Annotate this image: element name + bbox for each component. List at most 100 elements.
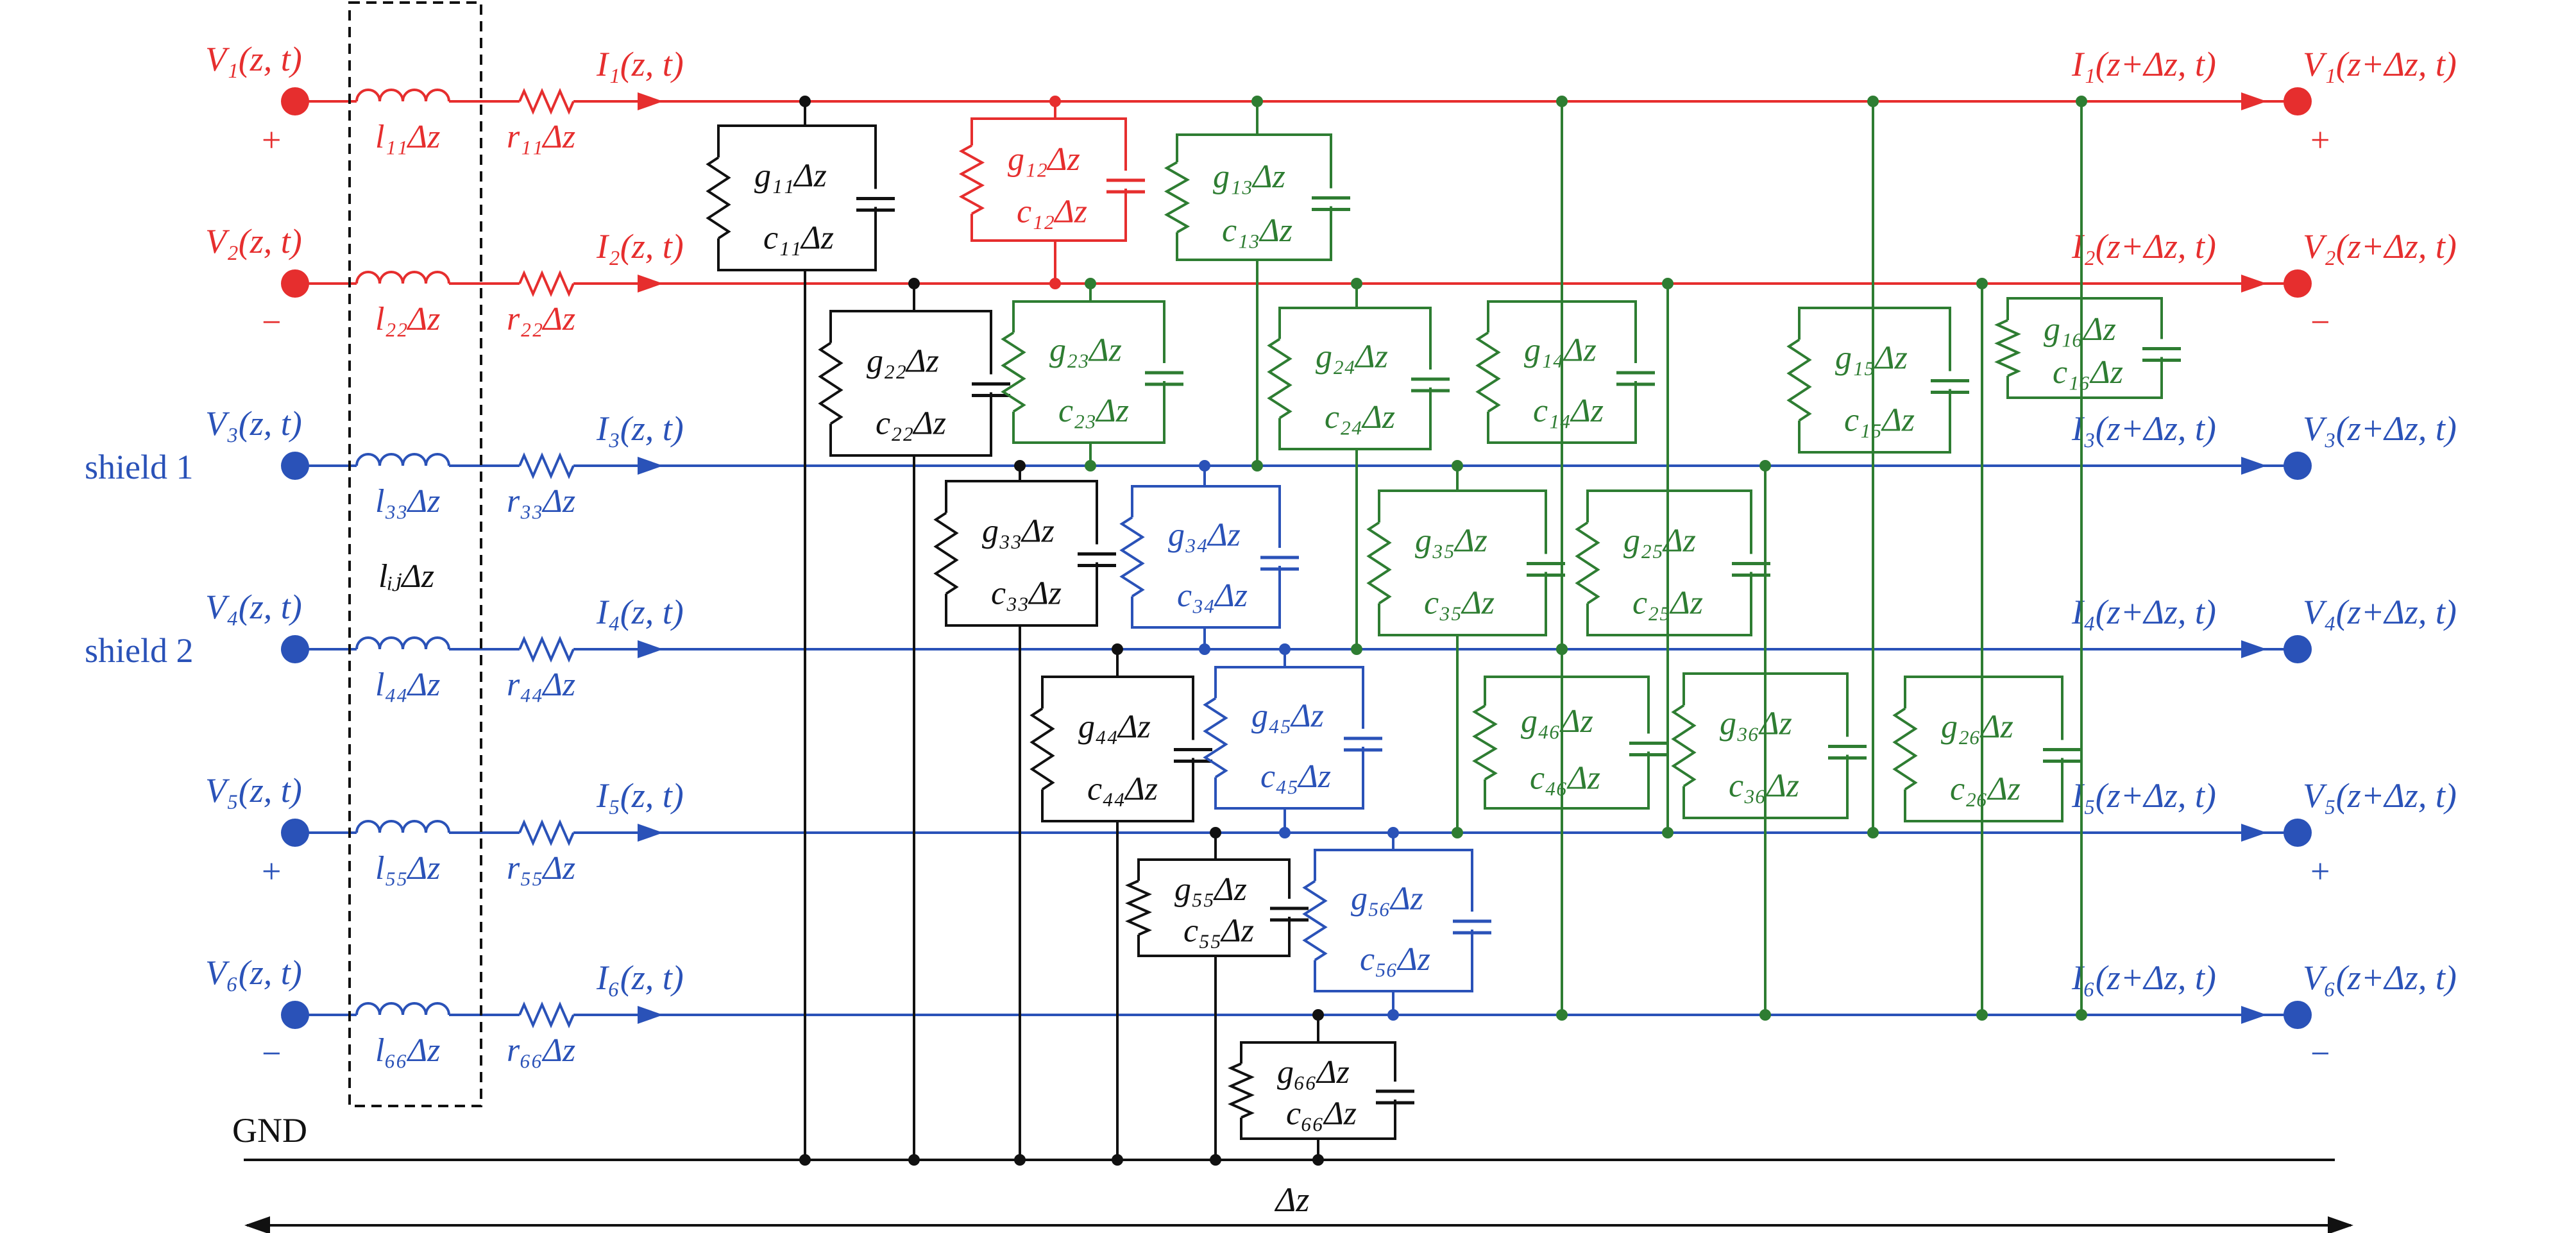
current-label-left: I₃(z, t) bbox=[596, 409, 684, 448]
conductance-resistor-icon bbox=[706, 156, 731, 240]
inductor-icon bbox=[355, 636, 450, 650]
conductance-label: g₅₅Δz bbox=[1174, 871, 1247, 908]
capacitance-label: c₂₃Δz bbox=[1058, 393, 1129, 429]
inductance-label: l₅₅Δz bbox=[375, 850, 440, 887]
resistance-label: r₅₅Δz bbox=[507, 850, 575, 887]
resistor-icon bbox=[518, 1001, 575, 1028]
shunt-element-33: g₃₃Δz c₃₃Δz bbox=[933, 480, 1116, 627]
conductance-label: g₄₄Δz bbox=[1078, 709, 1151, 745]
conductance-resistor-icon bbox=[1472, 704, 1498, 781]
inductor-icon bbox=[355, 271, 450, 284]
junction-dot bbox=[1112, 1154, 1123, 1166]
capacitance-label: c₅₅Δz bbox=[1183, 913, 1254, 949]
inductance-label: l₂₂Δz bbox=[375, 301, 440, 337]
voltage-label-right: V₁(z+Δz, t) bbox=[2303, 45, 2457, 83]
conductance-label: g₄₅Δz bbox=[1251, 697, 1324, 734]
conductance-label: g₃₃Δz bbox=[982, 513, 1055, 550]
capacitor-icon bbox=[1828, 745, 1867, 760]
voltage-label-left: V₄(z, t) bbox=[205, 588, 302, 626]
capacitance-label: c₅₆Δz bbox=[1360, 941, 1430, 978]
capacitance-label: c₂₆Δz bbox=[1950, 770, 2021, 807]
capacitor-icon bbox=[1411, 377, 1450, 393]
inductor-icon bbox=[355, 1002, 450, 1016]
current-label-left: I₅(z, t) bbox=[596, 776, 684, 815]
conductance-label: g₄₆Δz bbox=[1521, 703, 1593, 740]
capacitance-label: c₄₅Δz bbox=[1260, 758, 1331, 795]
resistance-label: r₄₄Δz bbox=[507, 667, 575, 703]
inductance-label: l₆₆Δz bbox=[375, 1032, 440, 1069]
capacitance-label: c₂₂Δz bbox=[876, 405, 946, 441]
capacitor-icon bbox=[1106, 178, 1145, 194]
mutual-inductance-label: lᵢⱼΔz bbox=[378, 558, 434, 595]
capacitor-icon bbox=[1527, 562, 1565, 577]
junction-dot bbox=[799, 1154, 811, 1166]
conductance-label: g₂₃Δz bbox=[1049, 332, 1122, 368]
junction-dot bbox=[1210, 1154, 1221, 1166]
conductance-resistor-icon bbox=[958, 144, 985, 215]
inductance-label: l₃₃Δz bbox=[375, 483, 440, 520]
current-label-right: I₃(z+Δz, t) bbox=[2071, 409, 2216, 448]
junction-dot bbox=[1085, 460, 1096, 472]
resistor-icon bbox=[518, 452, 575, 479]
conductance-label: g₃₅Δz bbox=[1415, 523, 1487, 559]
capacitance-label: c₄₄Δz bbox=[1087, 770, 1158, 807]
conductance-resistor-icon bbox=[1302, 880, 1328, 962]
capacitance-label: c₃₄Δz bbox=[1177, 577, 1248, 614]
junction-dot bbox=[908, 1154, 920, 1166]
current-label-right: I₁(z+Δz, t) bbox=[2071, 45, 2216, 83]
inductance-label: l₄₄Δz bbox=[375, 667, 440, 703]
resistance-label: r₂₂Δz bbox=[507, 301, 575, 337]
current-label-left: I₄(z, t) bbox=[596, 593, 684, 631]
capacitor-icon bbox=[1270, 906, 1309, 922]
capacitor-icon bbox=[1174, 748, 1212, 763]
conductance-resistor-icon bbox=[1475, 331, 1501, 413]
capacitance-label: c₃₃Δz bbox=[991, 575, 1062, 611]
delta-z-label: Δz bbox=[1275, 1180, 1310, 1219]
shunt-element-55: g₅₅Δz c₅₅Δz bbox=[1125, 858, 1309, 957]
polarity-sign-right: + bbox=[2310, 852, 2330, 890]
polarity-sign-left: − bbox=[262, 303, 281, 341]
conductance-resistor-icon bbox=[1164, 161, 1191, 234]
capacitance-label: c₁₂Δz bbox=[1017, 194, 1087, 230]
resistor-icon bbox=[518, 88, 575, 115]
capacitor-icon bbox=[2142, 347, 2181, 362]
resistor-icon bbox=[518, 270, 575, 297]
capacitor-icon bbox=[1312, 196, 1350, 211]
junction-dot bbox=[1279, 827, 1291, 838]
shunt-element-44: g₄₄Δz c₄₄Δz bbox=[1030, 676, 1212, 822]
resistance-label: r₃₃Δz bbox=[507, 483, 575, 520]
junction-dot bbox=[1351, 643, 1362, 655]
inductance-matrix-box bbox=[348, 1, 482, 1107]
capacitor-icon bbox=[972, 382, 1010, 397]
voltage-label-left: V₆(z, t) bbox=[205, 953, 302, 992]
capacitor-icon bbox=[1260, 556, 1299, 571]
conductance-resistor-icon bbox=[1994, 319, 2021, 377]
conductance-resistor-icon bbox=[1366, 521, 1392, 605]
shield-name-label: shield 2 bbox=[85, 631, 194, 670]
voltage-label-right: V₃(z+Δz, t) bbox=[2303, 409, 2457, 448]
capacitor-icon bbox=[2043, 748, 2081, 763]
capacitor-icon bbox=[1344, 736, 1382, 752]
capacitor-icon bbox=[1453, 919, 1491, 935]
polarity-sign-right: − bbox=[2310, 303, 2330, 341]
resistor-icon bbox=[518, 636, 575, 663]
conductance-resistor-icon bbox=[1575, 521, 1600, 605]
conductance-resistor-icon bbox=[933, 511, 959, 595]
conductance-resistor-icon bbox=[1030, 707, 1055, 791]
conductance-resistor-icon bbox=[818, 341, 843, 425]
resistance-label: r₆₆Δz bbox=[507, 1032, 575, 1069]
conductance-resistor-icon bbox=[1125, 880, 1152, 936]
conductance-label: g₂₅Δz bbox=[1623, 523, 1696, 559]
resistance-label: r₁₁Δz bbox=[507, 119, 575, 155]
inductor-icon bbox=[355, 89, 450, 102]
voltage-label-right: V₅(z+Δz, t) bbox=[2303, 776, 2457, 815]
capacitance-label: c₁₁Δz bbox=[763, 219, 834, 256]
